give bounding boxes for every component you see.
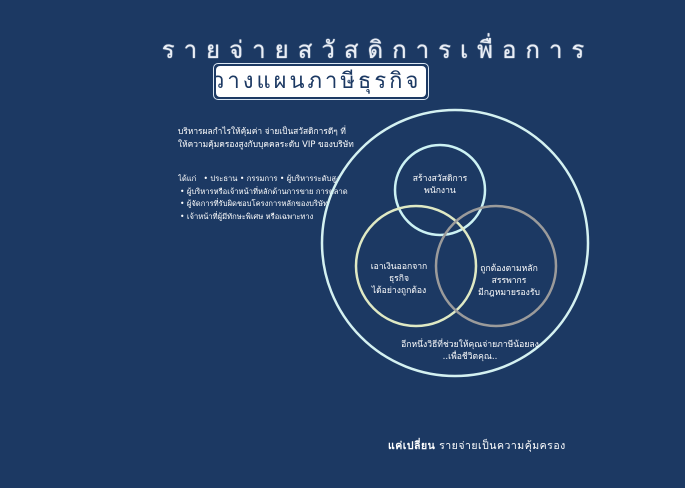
beneficiary-item: • ผู้จัดการที่รับผิดชอบโครงการหลักของบริ… [180,199,328,208]
venn-label-left-line: ได้อย่างถูกต้อง [371,286,427,296]
venn-outer-circle [320,108,590,378]
venn-label-bottom-line: ..เพื่อชีวิตคุณ.. [442,352,498,362]
beneficiary-intro: ได้แก่ [178,174,197,183]
venn-label-bottom-line: อีกหนึ่งวิธีที่ช่วยให้คุณจ่ายภาษีน้อยลง [401,340,539,350]
description: บริหารผลกำไรให้คุ้มค่า จ่ายเป็นสวัสดิการ… [178,125,366,151]
venn-label-right: ถูกต้องตามหลัก สรรพากร มีกฎหมายรองรับ [471,263,547,299]
venn-label-top: สร้างสวัสดิการ พนักงาน [400,173,480,197]
venn-label-right-line: ถูกต้องตามหลัก [480,264,538,274]
venn-left-circle [354,204,478,328]
title-line-1: รายจ่ายสวัสดิการเพื่อการ [161,36,594,64]
beneficiary-row-1: ได้แก่ • ประธาน • กรรมการ • ผู้บริหารระด… [178,173,364,186]
beneficiary-item: • ประธาน • กรรมการ • ผู้บริหารระดับสูง [203,174,340,183]
venn-label-left-line: ธุรกิจ [388,274,410,284]
venn-label-bottom: อีกหนึ่งวิธีที่ช่วยให้คุณจ่ายภาษีน้อยลง … [380,339,560,363]
venn-top-circle [393,143,487,237]
venn-label-right-line: มีกฎหมายรองรับ [478,288,540,298]
footer-emphasis: แค่เปลี่ยน [388,440,436,452]
venn-right-circle [434,204,558,328]
description-line-2: ให้ความคุ้มครองสูงกับบุคคลระดับ VIP ของบ… [178,139,354,149]
footer-tagline: แค่เปลี่ยน รายจ่ายเป็นความคุ้มครอง [388,437,566,454]
beneficiary-list: ได้แก่ • ประธาน • กรรมการ • ผู้บริหารระด… [178,173,364,223]
venn-label-right-line: สรรพากร [491,276,527,286]
footer-text: รายจ่ายเป็นความคุ้มครอง [435,440,566,452]
title-highlight-box: วางแผนภาษีธุรกิจ [213,63,429,100]
venn-label-left-line: เอาเงินออกจาก [370,262,428,272]
title-line-2: วางแผนภาษีธุรกิจ [216,66,426,97]
beneficiary-item: • เจ้าหน้าที่ผู้มีทักษะพิเศษ หรือเฉพาะทา… [180,211,314,221]
beneficiary-item: • ผู้บริหารหรือเจ้าหน้าที่หลักด้านการขาย… [180,186,348,196]
description-line-1: บริหารผลกำไรให้คุ้มค่า จ่ายเป็นสวัสดิการ… [178,126,346,136]
venn-label-top-line: สร้างสวัสดิการ [412,174,468,184]
venn-label-top-line: พนักงาน [424,186,456,196]
venn-label-left: เอาเงินออกจาก ธุรกิจ ได้อย่างถูกต้อง [356,261,442,297]
